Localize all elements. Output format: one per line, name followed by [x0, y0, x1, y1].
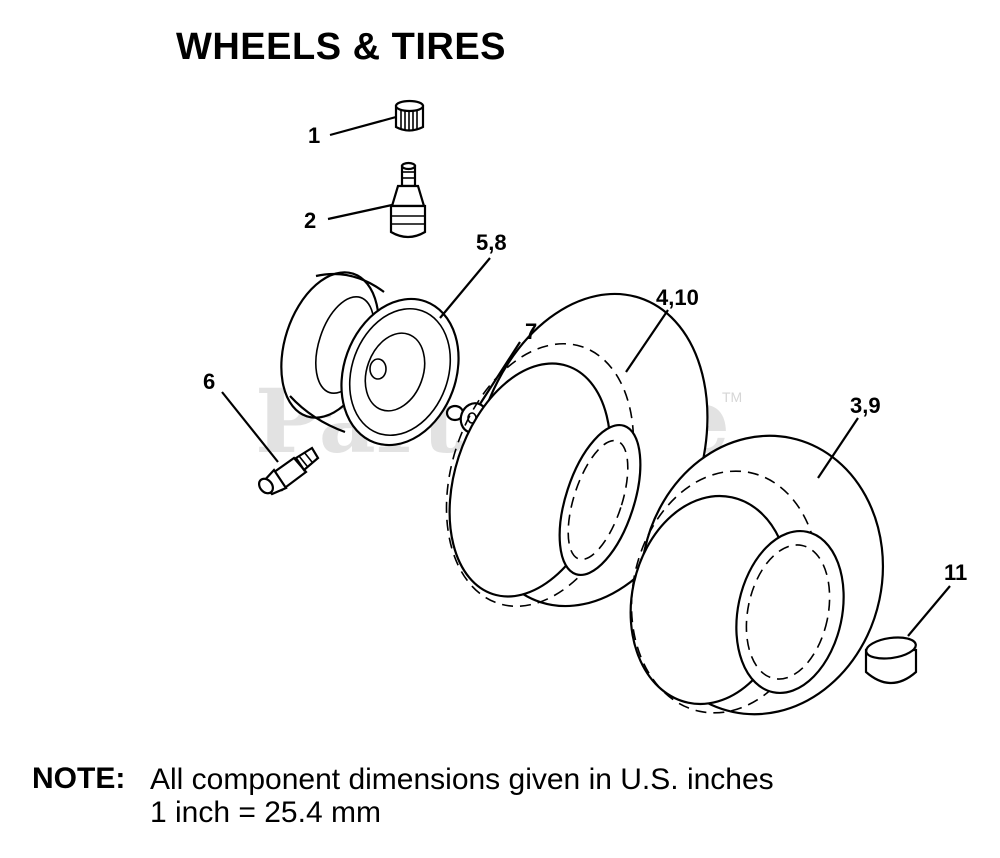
rear-tire-part [629, 434, 885, 716]
valve-cap-part [394, 99, 425, 132]
leader-lines [221, 115, 951, 637]
callout-3-9: 3,9 [850, 393, 881, 418]
note-dimensions-text: All component dimensions given in U.S. i… [150, 763, 774, 796]
bearing-part [864, 636, 918, 685]
note-conversion-text: 1 inch = 25.4 mm [150, 796, 381, 829]
callout-5-8: 5,8 [476, 230, 507, 255]
grease-fitting-part [258, 446, 320, 496]
note-label: NOTE: [32, 762, 126, 795]
callout-6: 6 [203, 369, 215, 394]
callout-11: 11 [944, 560, 967, 585]
rim-part [280, 271, 460, 447]
front-tire-part [445, 292, 709, 608]
watermark-trademark: TM [722, 389, 742, 405]
page-title: WHEELS & TIRES [176, 26, 507, 68]
callout-2: 2 [304, 208, 316, 233]
callout-7: 7 [525, 319, 537, 344]
valve-stem-part [389, 161, 427, 239]
callout-4-10: 4,10 [656, 285, 699, 310]
callout-1: 1 [308, 123, 320, 148]
